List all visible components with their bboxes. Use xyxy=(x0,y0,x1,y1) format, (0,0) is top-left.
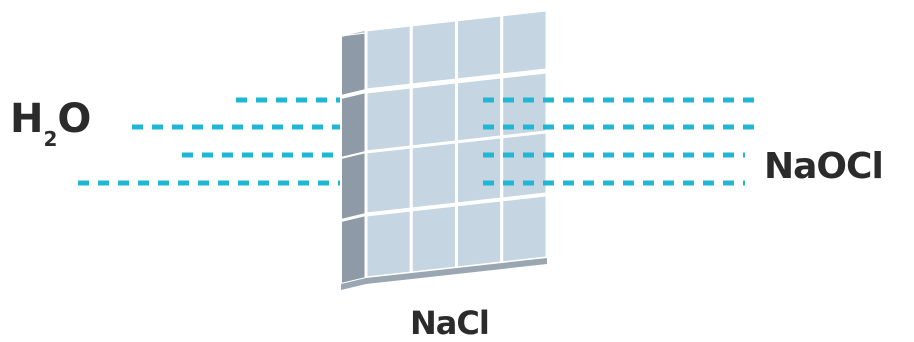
block-cell-r4-c1 xyxy=(364,208,413,280)
block-side-row-4 xyxy=(340,213,367,286)
outgoing-solution-lines xyxy=(483,97,755,186)
block-cell-r1-c3 xyxy=(455,13,504,82)
block-cell-r2-c1 xyxy=(364,85,413,154)
block-cell-r3-c3 xyxy=(455,135,504,206)
incoming-water-lines xyxy=(78,97,345,186)
input-label-water: H2O xyxy=(10,96,91,151)
block-cell-r4-c3 xyxy=(455,198,504,270)
output-label-sodium-hypochlorite: NaOCl xyxy=(764,146,884,187)
block-side-row-1 xyxy=(340,28,367,98)
salt-block xyxy=(340,8,549,290)
block-cell-r3-c1 xyxy=(364,145,413,216)
block-cell-r1-c4 xyxy=(500,8,549,77)
block-cell-r3-c4 xyxy=(500,130,549,201)
block-cell-r3-c2 xyxy=(409,140,458,211)
block-cell-r1-c1 xyxy=(364,23,413,92)
block-bottom-edge xyxy=(341,258,547,290)
block-side-row-2 xyxy=(340,90,367,160)
block-cell-r2-c2 xyxy=(409,80,458,149)
block-cell-r1-c2 xyxy=(409,18,458,87)
block-label-sodium-chloride: NaCl xyxy=(410,304,490,342)
block-cell-r2-c3 xyxy=(455,75,504,144)
block-cell-r4-c4 xyxy=(500,193,549,265)
block-cell-r4-c2 xyxy=(409,203,458,275)
block-side-row-3 xyxy=(340,150,367,222)
